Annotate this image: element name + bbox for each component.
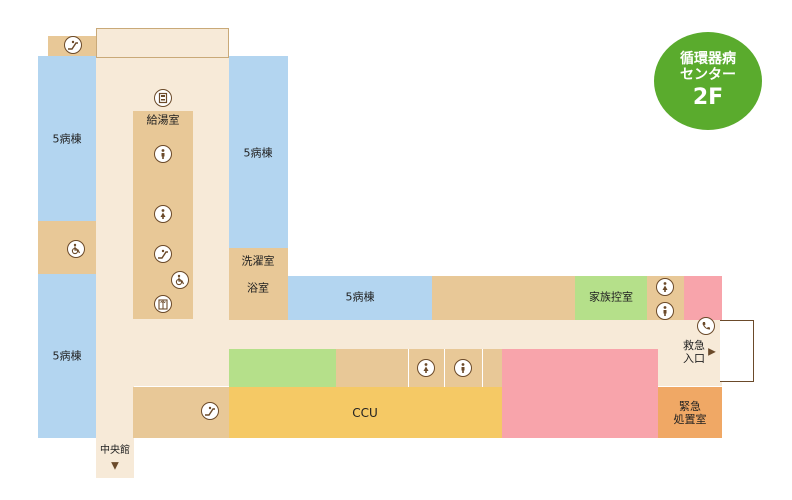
- corridor-vertical-left: [96, 380, 134, 438]
- phone-icon: [697, 317, 715, 335]
- emergency-room: [658, 387, 722, 438]
- restroom-icon: [154, 205, 172, 223]
- pink-block: [502, 349, 658, 438]
- restroom-icon: [154, 145, 172, 163]
- central-building-passage: [96, 438, 134, 478]
- emergency-entrance-label: 救急 入口: [683, 338, 705, 365]
- wheelchair-icon: [67, 240, 85, 258]
- kettle-room-label: 給湯室: [146, 113, 180, 127]
- family-room: [575, 276, 647, 320]
- ward-5-left-bottom-label: 5病棟: [52, 349, 82, 363]
- east-pink-room: [684, 276, 722, 320]
- ward-5-center-label: 5病棟: [243, 146, 273, 160]
- north-entrance: [96, 28, 229, 58]
- ward-5-left-bottom: [38, 274, 96, 438]
- emergency-entrance-outline: [720, 320, 754, 382]
- bath-label: 浴室: [247, 281, 269, 295]
- lower-room-a: [336, 349, 408, 387]
- ward-5-left-top: [38, 56, 96, 221]
- wheelchair-icon: [171, 271, 189, 289]
- central-building-label: 中央館: [100, 445, 130, 456]
- restroom-icon: [656, 302, 674, 320]
- ward-5-right: [288, 276, 432, 320]
- ward-5-right-label: 5病棟: [345, 290, 375, 304]
- down-arrow-icon: ▼: [111, 460, 119, 472]
- entrance-arrow-icon: ▶: [708, 346, 716, 358]
- escalator-icon: [201, 402, 219, 420]
- restroom-icon: [417, 359, 435, 377]
- ward-5-left-top-label: 5病棟: [52, 132, 82, 146]
- lower-room-b: [482, 349, 502, 387]
- east-room: [432, 276, 575, 320]
- restroom-icon: [454, 359, 472, 377]
- emergency-room-label: 緊急 処置室: [673, 399, 707, 426]
- ccu-room: [229, 387, 502, 438]
- laundry-label: 洗濯室: [241, 254, 275, 268]
- escalator-icon: [64, 36, 82, 54]
- elevator-icon: [154, 295, 172, 313]
- bath-annex: [229, 300, 288, 320]
- restroom-icon: [656, 278, 674, 296]
- ccu-label: CCU: [352, 405, 378, 420]
- green-room: [229, 349, 336, 387]
- kettle-room: [133, 111, 193, 130]
- vending-icon: [154, 89, 172, 107]
- bath-room: [229, 274, 288, 300]
- floor-badge: 循環器病 センター 2F: [654, 32, 762, 130]
- badge-line1: 循環器病: [680, 51, 736, 68]
- ward-5-center: [229, 56, 288, 248]
- family-room-label: 家族控室: [589, 290, 633, 304]
- escalator-icon: [154, 245, 172, 263]
- badge-line2: センター: [680, 67, 736, 84]
- laundry-room: [229, 248, 288, 274]
- badge-floor: 2F: [692, 85, 724, 111]
